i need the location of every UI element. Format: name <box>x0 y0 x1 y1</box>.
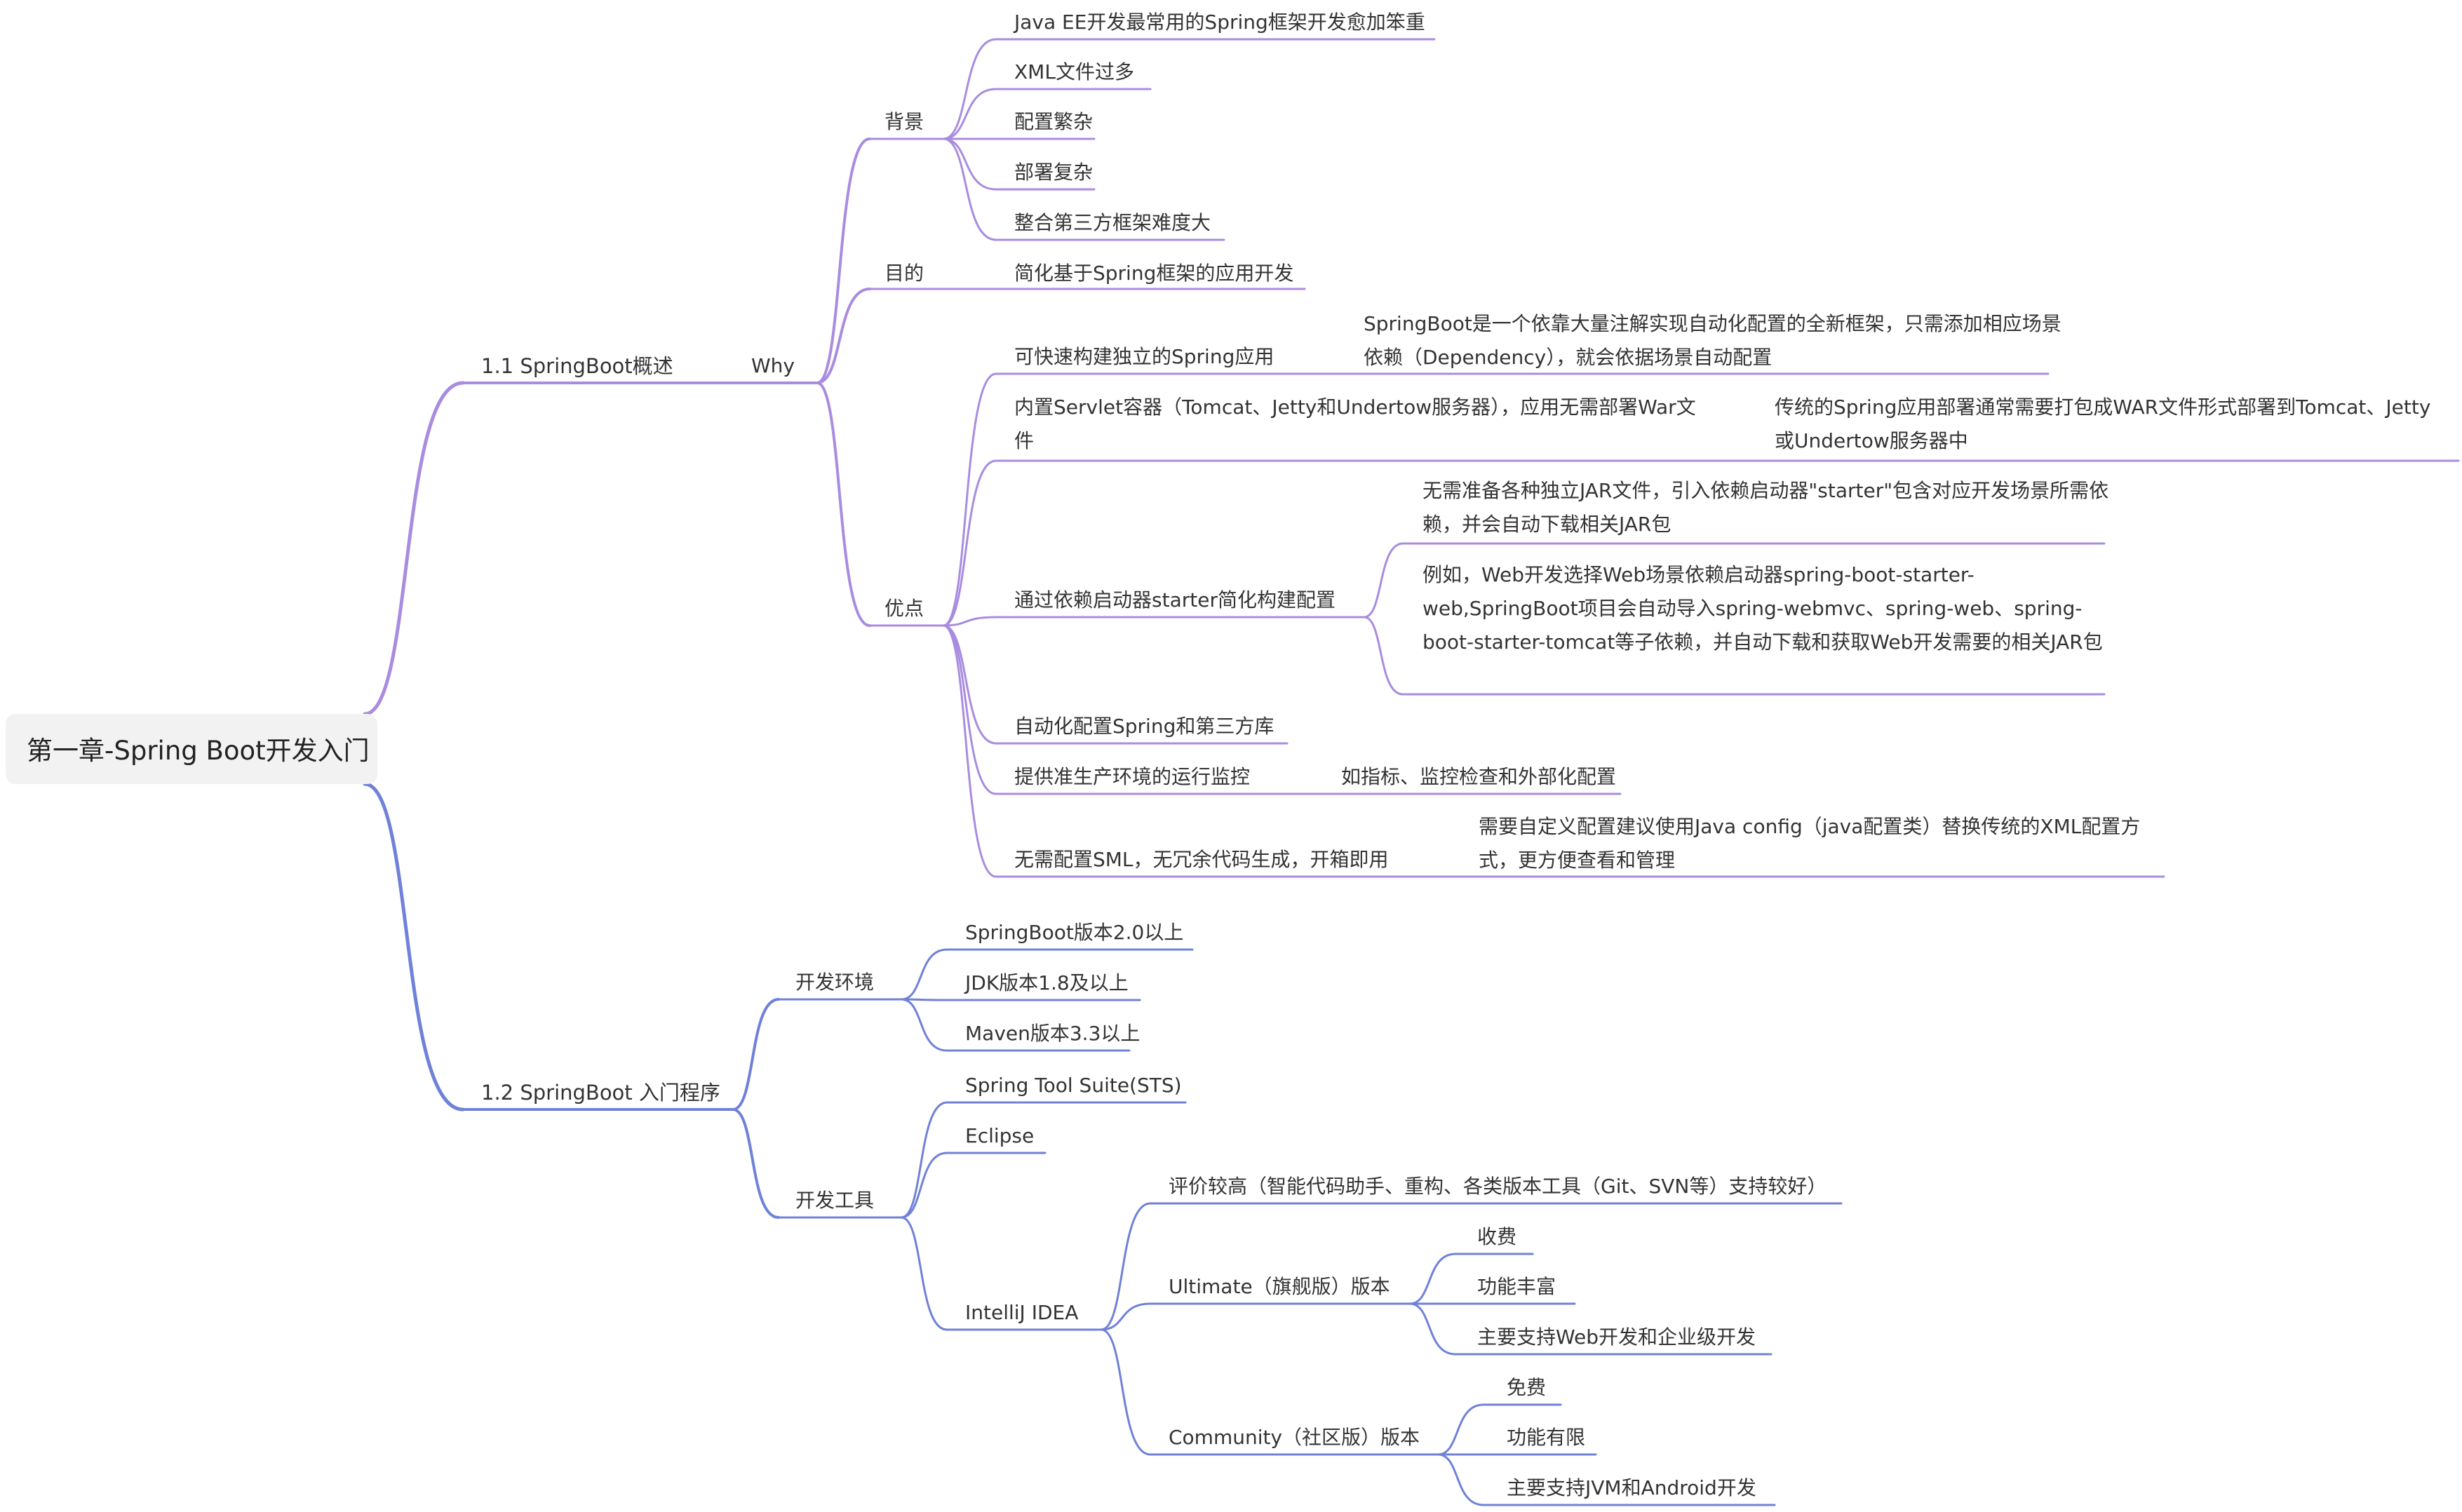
why-to-purpose-curve <box>816 288 871 384</box>
node-purpose[interactable]: 目的 <box>884 262 924 285</box>
root-to-s2-curve <box>363 782 465 1112</box>
tool-item-eclipse[interactable]: Eclipse <box>965 1124 1035 1147</box>
connector-curve <box>1363 616 1404 696</box>
adv-branch-curve <box>942 372 997 627</box>
bg-branch-curve <box>942 88 997 140</box>
tools-branch-curve <box>900 1216 948 1331</box>
idea-branch-curve <box>1100 1328 1152 1456</box>
adv-item[interactable]: 自动化配置Spring和第三方库 <box>1014 715 1274 738</box>
idea-community[interactable]: Community（社区版）版本 <box>1169 1426 1420 1449</box>
adv-note[interactable]: SpringBoot是一个依靠大量注解实现自动化配置的全新框架，只需添加相应场景… <box>1364 312 2061 369</box>
adv-branch-curve <box>942 616 997 627</box>
ultimate-item[interactable]: 主要支持Web开发和企业级开发 <box>1477 1325 1756 1349</box>
node-background[interactable]: 背景 <box>884 110 924 133</box>
why-to-adv-curve <box>816 382 871 627</box>
node-advantages[interactable]: 优点 <box>884 597 924 620</box>
idea-ultimate[interactable]: Ultimate（旗舰版）版本 <box>1169 1275 1390 1298</box>
bg-item[interactable]: XML文件过多 <box>1014 60 1134 83</box>
bg-branch-curve <box>942 137 997 241</box>
ultimate-item[interactable]: 功能丰富 <box>1477 1275 1556 1298</box>
node-springboot-overview[interactable]: 1.1 SpringBoot概述 <box>481 354 673 378</box>
purpose-item[interactable]: 简化基于Spring框架的应用开发 <box>1014 262 1294 285</box>
adv-note[interactable]: 如指标、监控检查和外部化配置 <box>1341 765 1617 788</box>
adv-note[interactable]: 无需准备各种独立JAR文件，引入依赖启动器"starter"包含对应开发场景所需… <box>1422 479 2109 536</box>
env-branch-curve <box>900 998 948 1052</box>
node-springboot-getting-started[interactable]: 1.2 SpringBoot 入门程序 <box>481 1081 720 1105</box>
connector-curve <box>1363 542 1404 619</box>
ultimate-item[interactable]: 收费 <box>1477 1225 1517 1248</box>
community-branch-curve <box>1437 1403 1485 1456</box>
s2-to-tools-curve <box>732 1108 780 1219</box>
adv-branch-curve <box>942 624 997 795</box>
bg-branch-curve <box>942 38 997 140</box>
adv-branch-curve <box>942 624 997 745</box>
s2-to-env-curve <box>732 998 780 1111</box>
why-to-bg-curve <box>816 137 871 384</box>
bg-item[interactable]: 部署复杂 <box>1014 161 1094 184</box>
root-node[interactable] <box>6 714 377 784</box>
adv-item[interactable]: 内置Servlet容器（Tomcat、Jetty和Undertow服务器），应用… <box>1014 396 1696 452</box>
bg-item[interactable]: Java EE开发最常用的Spring框架开发愈加笨重 <box>1014 11 1425 34</box>
tool-item-sts[interactable]: Spring Tool Suite(STS) <box>965 1074 1182 1097</box>
adv-note[interactable]: 传统的Spring应用部署通常需要打包成WAR文件形式部署到Tomcat、Jet… <box>1775 396 2431 452</box>
community-item[interactable]: 主要支持JVM和Android开发 <box>1507 1476 1756 1499</box>
tools-branch-curve <box>900 1101 948 1219</box>
root-label: 第一章-Spring Boot开发入门 <box>27 736 370 766</box>
community-item[interactable]: 功能有限 <box>1507 1426 1586 1449</box>
tools-branch-curve <box>900 1152 948 1219</box>
node-dev-tools[interactable]: 开发工具 <box>795 1189 875 1212</box>
adv-branch-curve <box>942 624 997 878</box>
bg-item[interactable]: 整合第三方框架难度大 <box>1014 211 1211 234</box>
ultimate-branch-curve <box>1408 1253 1457 1305</box>
env-item[interactable]: JDK版本1.8及以上 <box>965 971 1129 994</box>
idea-branch-curve <box>1100 1302 1152 1331</box>
ultimate-branch-curve <box>1408 1302 1457 1356</box>
adv-item[interactable]: 提供准生产环境的运行监控 <box>1014 765 1251 788</box>
adv-note[interactable]: 需要自定义配置建议使用Java config（java配置类）替换传统的XML配… <box>1479 815 2141 872</box>
idea-eval[interactable]: 评价较高（智能代码助手、重构、各类版本工具（Git、SVN等）支持较好） <box>1169 1175 1827 1198</box>
env-item[interactable]: Maven版本3.3以上 <box>965 1022 1141 1045</box>
community-branch-curve <box>1437 1453 1485 1506</box>
adv-item[interactable]: 可快速构建独立的Spring应用 <box>1014 345 1274 368</box>
adv-branch-curve <box>942 459 997 627</box>
env-branch-curve <box>900 948 948 1001</box>
bg-branch-curve <box>942 137 997 191</box>
env-item[interactable]: SpringBoot版本2.0以上 <box>965 921 1184 944</box>
community-item[interactable]: 免费 <box>1507 1376 1547 1399</box>
env-branch-curve <box>900 998 948 1001</box>
adv-note[interactable]: 例如，Web开发选择Web场景依赖启动器spring-boot-starter-… <box>1422 563 2103 654</box>
root-to-s1-curve <box>363 381 465 716</box>
idea-branch-curve <box>1100 1202 1152 1331</box>
tool-item-idea[interactable]: IntelliJ IDEA <box>965 1301 1079 1324</box>
node-dev-environment[interactable]: 开发环境 <box>795 971 875 994</box>
bg-item[interactable]: 配置繁杂 <box>1014 110 1094 133</box>
node-why[interactable]: Why <box>751 354 795 377</box>
adv-item[interactable]: 无需配置SML，无冗余代码生成，开箱即用 <box>1014 848 1389 871</box>
adv-item[interactable]: 通过依赖启动器starter简化构建配置 <box>1014 588 1336 612</box>
